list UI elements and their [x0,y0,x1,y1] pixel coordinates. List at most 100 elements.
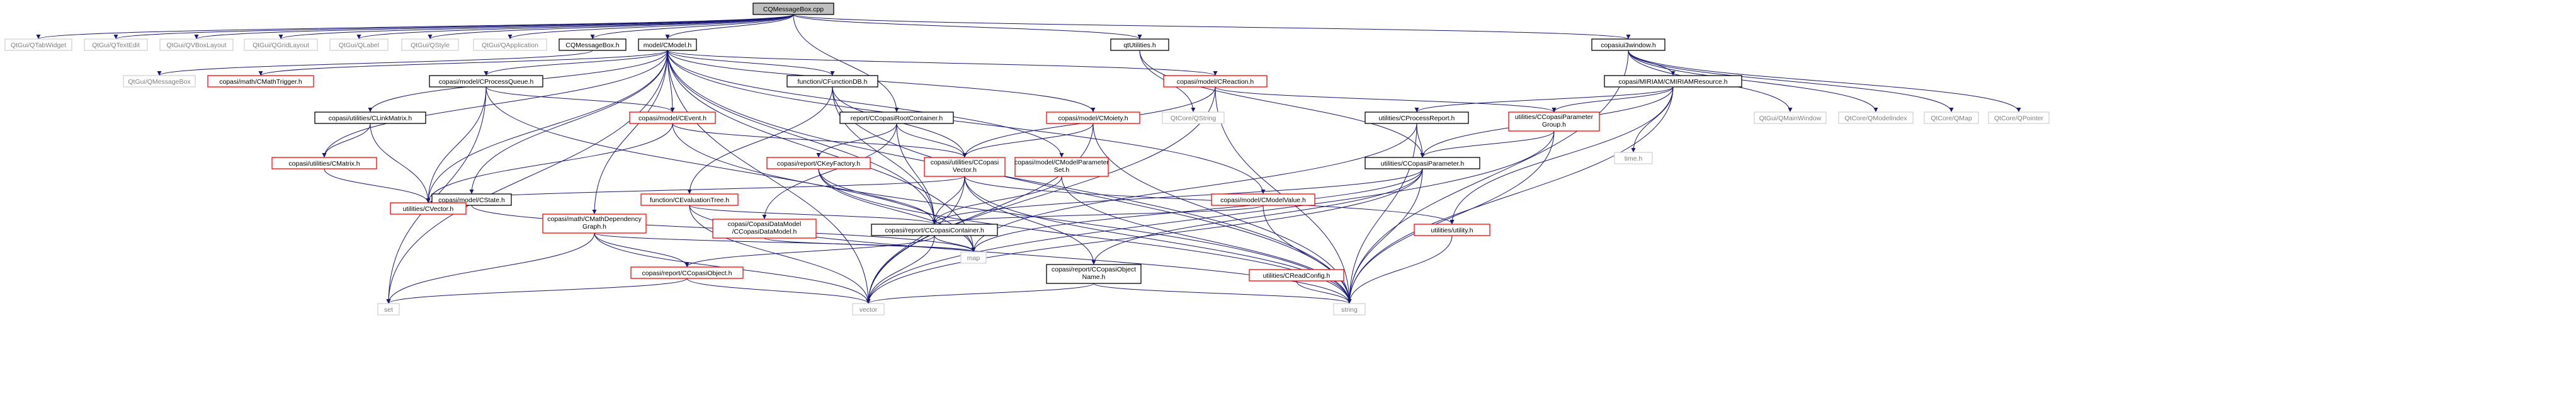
node-creaction[interactable]: copasi/model/CReaction.h [1163,75,1268,88]
node-label-line: utilities/CCopasiParameter [1515,113,1594,121]
edge-cmodel_h-to-cstate [469,50,668,195]
node-cmoiety[interactable]: copasi/model/CMoiety.h [1046,111,1140,124]
edge-cprocessqueue-to-cevent [485,86,675,113]
edge-cmoiety-to-vector [866,123,1094,304]
edge-cmodel_h-to-creaction [667,50,1218,76]
node-cevent[interactable]: copasi/model/CEvent.h [629,111,716,124]
node-copasiui3window[interactable]: copasiui3window.h [1591,38,1665,51]
edge-copasiui3window-to-qmap [1628,50,1954,113]
node-label: copasi/model/CReaction.h [1177,78,1254,86]
edge-creadconfig-to-string [1296,280,1352,304]
node-box [401,38,459,51]
node-clinkmatrix[interactable]: copasi/utilities/CLinkMatrix.h [314,111,426,124]
node-set: set [377,303,400,316]
node-cvector[interactable]: utilities/CVector.h [390,202,467,215]
node-vector: vector [852,303,885,316]
node-cprocessqueue[interactable]: copasi/model/CProcessQueue.h [429,75,543,88]
node-label: QtGui/QApplication [482,42,538,49]
edge-root-to-ccopasirootcontainer [793,14,899,113]
edge-copasiui3window-to-qmodelindex [1628,50,1878,113]
edge-ccopasiobjectname-to-vector [866,283,1094,304]
edge-cmodel_h-to-map [667,50,976,253]
edge-cevent-to-ccopasivector [672,123,967,158]
node-cfunctiondb[interactable]: function/CFunctionDB.h [786,75,878,88]
edge-cmodelvalue-to-ccopasicontainer [932,205,1264,225]
node-box [1163,75,1268,88]
node-cmodel-h[interactable]: model/CModel.h [638,38,697,51]
node-label: CQMessageBox.h [565,42,619,49]
edge-ccopasivector-to-ccopasiobjectname [964,176,1096,265]
node-cqmessagebox-h[interactable]: CQMessageBox.h [559,38,627,51]
node-box [839,111,954,124]
node-box [1924,111,1979,124]
edge-cmiriam-to-utility_h [1450,86,1674,225]
edge-cprocessqueue-to-map [485,86,976,253]
edge-ccopasicontainer-to-map [934,235,976,253]
node-box [1754,111,1827,124]
node-box [542,214,647,234]
node-label: function/CFunctionDB.h [798,78,868,86]
node-box [1333,303,1366,316]
edge-ccopasirootcontainer-to-ccopasivector [896,123,967,158]
node-cmatrix[interactable]: copasi/utilities/CMatrix.h [271,157,377,169]
node-cmodelvalue[interactable]: copasi/model/CModelValue.h [1211,193,1315,206]
node-label: QtGui/QTabWidget [11,42,66,49]
node-cmathtrigger[interactable]: copasi/math/CMathTrigger.h [207,75,314,88]
edge-cmodelparameterset-to-ccopasicontainer [932,176,1062,225]
node-time-h: time.h [1614,152,1653,164]
node-label: copasi/math/CMathTrigger.h [219,78,302,86]
node-ccopasicontainer[interactable]: copasi/report/CCopasiContainer.h [871,224,998,236]
edge-clinkmatrix-to-cmatrix [322,123,371,158]
node-box [1014,157,1109,177]
edge-ccopasiparametergroup-to-vector [866,130,1555,304]
node-box [960,251,987,264]
node-ckeyfactory[interactable]: copasi/report/CKeyFactory.h [766,157,871,169]
edge-clinkmatrix-to-cvector [370,123,431,203]
node-label: vector [860,306,878,314]
node-label: QtGui/QStyle [411,42,450,49]
edge-cfunctiondb-to-ccopasicontainer [832,86,937,225]
node-utility-h[interactable]: utilities/utility.h [1414,224,1490,236]
node-ccopasiparameter[interactable]: utilities/CCopasiParameter.h [1365,157,1480,169]
node-label-line: copasi/math/CMathDependency [547,215,642,223]
node-qtutilities[interactable]: qtUtilities.h [1110,38,1169,51]
edge-ccopasidatamodel-to-map [764,237,976,253]
node-ccopasiobject[interactable]: copasi/report/CCopasiObject.h [630,266,744,279]
node-label: CQMessageBox.cpp [763,6,824,13]
node-label: QtGui/QTextEdit [92,42,140,49]
edge-cfunctiondb-to-cevaluationtree [687,86,833,195]
node-box [1162,111,1225,124]
node-box [1508,111,1600,132]
node-cprocessreport[interactable]: utilities/CProcessReport.h [1365,111,1469,124]
node-label: copasi/utilities/CLinkMatrix.h [329,115,412,122]
edge-cmodel_h-to-cmathdependencygraph [592,50,668,215]
edge-root-to-copasiui3window [793,14,1631,40]
edge-cmodel_h-to-cmathtrigger [258,50,668,76]
node-cevaluationtree[interactable]: function/CEvaluationTree.h [640,193,739,206]
node-qvboxlayout: QtGui/QVBoxLayout [159,38,234,51]
edge-ccopasiobject-to-set [386,278,688,304]
node-label: map [967,254,980,262]
node-qmodelindex: QtCore/QModelIndex [1838,111,1914,124]
node-label: utilities/CCopasiParameter.h [1381,160,1465,168]
edge-ccopasiparameter-to-vector [866,168,1423,304]
node-ccopasidatamodel[interactable]: copasi/CopasiDataModel/CCopasiDataModel.… [712,219,817,239]
node-box [1838,111,1914,124]
node-creadconfig[interactable]: utilities/CReadConfig.h [1249,269,1344,282]
node-box [84,38,148,51]
edge-layer [36,14,2021,304]
node-cmiriam[interactable]: copasi/MIRIAM/CMIRIAMResource.h [1604,75,1742,88]
node-box [752,3,834,15]
edge-cevent-to-cvector [426,123,673,203]
edge-cmodelvalue-to-string [1262,205,1352,304]
node-box [1211,193,1315,206]
node-ccopasirootcontainer[interactable]: report/CCopasiRootContainer.h [839,111,954,124]
node-root[interactable]: CQMessageBox.cpp [752,3,834,15]
node-label: QtCore/QString [1171,115,1217,122]
node-label: QtGui/QGridLayout [252,42,309,49]
